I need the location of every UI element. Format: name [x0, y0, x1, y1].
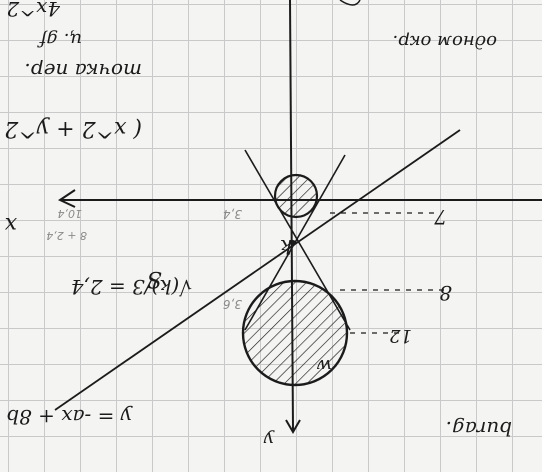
note-small-c: 3,4: [223, 207, 242, 221]
diagonal-line: [54, 129, 461, 411]
note-bottom-right: burag.: [446, 417, 512, 441]
top-curve: [339, 0, 361, 6]
note-small-b: 8 + 2,4: [46, 229, 87, 242]
note-odnov: одном окр.: [393, 31, 497, 52]
note-sqrt-eq: √(k)/3 = 2,4: [71, 275, 192, 299]
large-circle: [241, 279, 349, 387]
x-axis-arrow-icon: [57, 189, 76, 208]
note-tochka-line1: точка пер.: [24, 59, 142, 83]
small-circle: [273, 173, 319, 219]
note-w-label: w: [316, 355, 332, 376]
note-small-a: 10,4: [58, 207, 83, 220]
note-paren-formula: ( x^2 + y^2 - 1 ): [0, 116, 142, 141]
note-dist-8: 8: [439, 281, 452, 305]
note-small-d: 3,6: [223, 297, 242, 311]
note-k-label: k: [280, 235, 292, 259]
note-dist-12: 12: [389, 325, 412, 346]
note-rim: S: [147, 266, 162, 291]
intersection-point: [290, 240, 296, 246]
note-axis-x: x: [4, 212, 17, 237]
note-y-bottom: y: [263, 429, 275, 450]
y-axis-arrow-icon: [285, 419, 301, 434]
note-tochka-line2: ц. gf: [36, 29, 82, 50]
note-dist-7: 7: [434, 205, 447, 229]
note-lower-eq: y = -ax + 8b: [6, 405, 133, 429]
note-top-formula: 4x^2 = 4p: [0, 0, 61, 21]
